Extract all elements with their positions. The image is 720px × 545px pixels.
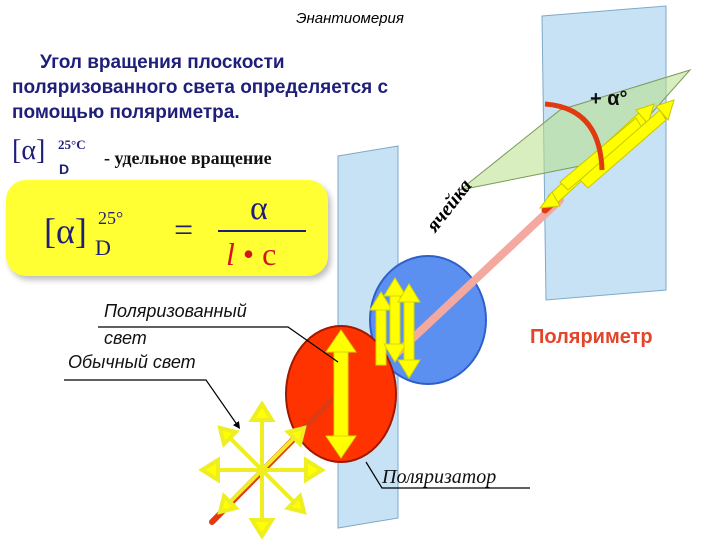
- polarized-light-label-line1: Поляризованный: [104, 301, 247, 321]
- specific-rotation-line: D: [59, 161, 70, 177]
- intro-line-1: Угол вращения плоскости: [40, 52, 285, 73]
- ordinary-light-label: Обычный свет: [68, 352, 196, 372]
- polarizer-pointer: [365, 461, 530, 489]
- ordinary-light-pointer: [64, 379, 241, 429]
- polarized-arrows-red-disc: [325, 329, 357, 459]
- polarized-light-pointer: [98, 326, 339, 363]
- formula-lhs-symbol: [α]: [44, 211, 87, 251]
- page-header: Энантиомерия: [296, 10, 404, 27]
- specific-rotation-definition: [α] 25°C D - удельное вращение: [12, 135, 272, 177]
- formula-denominator-l: l: [226, 236, 235, 272]
- formula-lhs-temperature: 25°: [98, 208, 124, 228]
- sample-cell: [459, 68, 692, 191]
- formula-equals: =: [174, 212, 194, 249]
- formula-box: [6, 180, 328, 276]
- formula-fraction-bar: [218, 230, 306, 232]
- polarized-arrows-blue-disc: [369, 277, 421, 379]
- polarized-light-label-line2: свет: [104, 328, 147, 348]
- formula-denominator-dot: •: [242, 236, 255, 272]
- ordinary-light-burst: [198, 400, 326, 540]
- specific-rotation-description: - удельное вращение: [104, 148, 272, 168]
- formula-numerator: α: [250, 190, 268, 227]
- rotation-angle-arc: [544, 101, 605, 171]
- formula-denominator-c: с: [262, 236, 277, 272]
- polarimeter-label: Поляриметр: [530, 326, 653, 348]
- polarized-light-label: Поляризованный свет: [104, 298, 247, 352]
- polarizer-label: Поляризатор: [382, 466, 497, 488]
- specific-rotation-temperature: 25°C: [58, 137, 86, 152]
- intro-line-3: помощью поляриметра.: [12, 102, 240, 123]
- formula-lhs-line: D: [95, 235, 111, 260]
- formula-denominator: l • с: [226, 236, 276, 273]
- intro-line-2: поляризованного света определяется с: [12, 77, 389, 98]
- rotation-angle-label: + α°: [590, 88, 628, 110]
- specific-rotation-symbol: [α]: [12, 135, 46, 166]
- intro-text: Угол вращения плоскости поляризованного …: [12, 50, 388, 125]
- light-beam-polarized: [391, 196, 564, 359]
